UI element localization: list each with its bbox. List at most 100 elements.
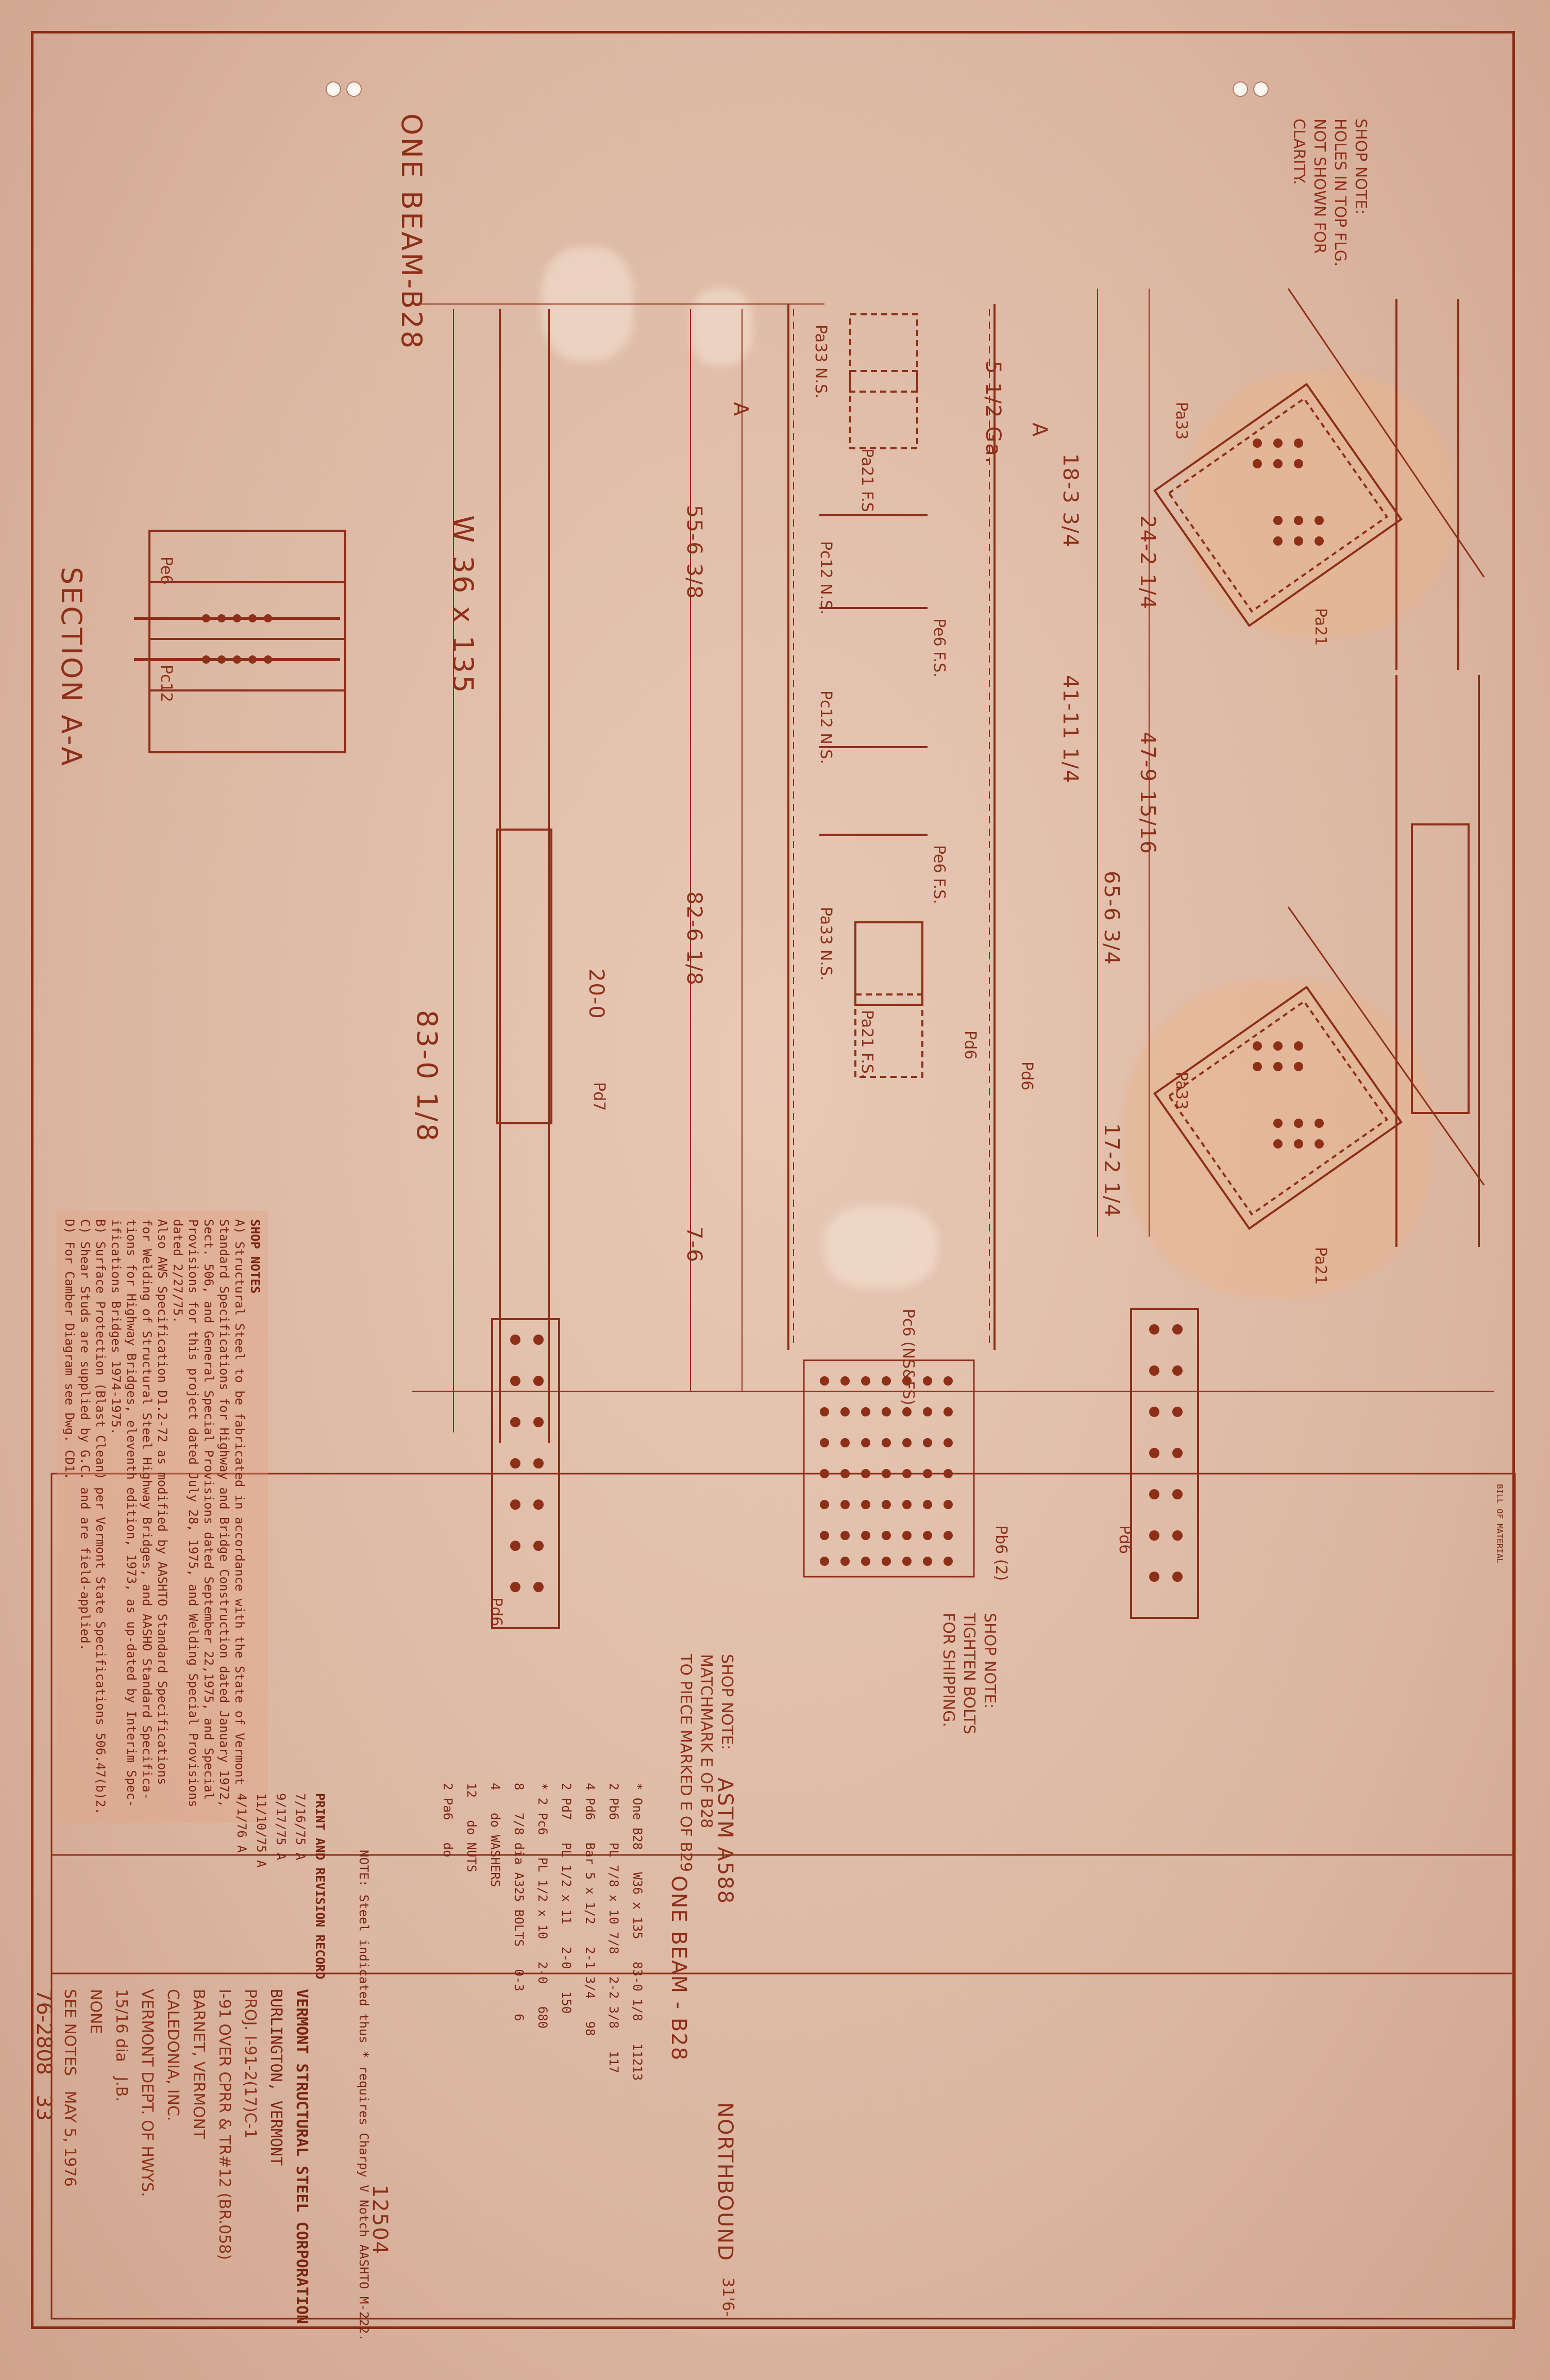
bill-row: 12 do NUTS bbox=[464, 1783, 479, 1872]
label-pc12: Pc12 N.S. bbox=[817, 690, 835, 764]
shop-note-line: tions for Highway Bridges, eleventh edit… bbox=[124, 1219, 139, 1808]
customer: CALEDONIA, INC. bbox=[164, 1989, 182, 2121]
label-pa21: Pa21 F.S. bbox=[858, 1010, 876, 1079]
title-block: VERMONT STRUCTURAL STEEL CORPORATION BUR… bbox=[31, 1989, 314, 2324]
section-title: SECTION A-A bbox=[55, 567, 88, 768]
note-line: SHOP NOTE: bbox=[1352, 119, 1370, 215]
label-pa21-conn: Pa21 bbox=[1311, 608, 1329, 646]
company-name: VERMONT STRUCTURAL STEEL CORPORATION bbox=[293, 1989, 311, 2324]
label-pc12-section: Pc12 bbox=[157, 665, 175, 702]
label-pa33: Pa33 N.S. bbox=[812, 325, 830, 399]
bill-row: 2 Pb6 PL 7/8 x 10 7/8 2-2 3/8 117 bbox=[606, 1783, 621, 2073]
dim-3: 41-11 1/4 bbox=[1058, 675, 1082, 784]
revision-entry: 9/17/75 A bbox=[274, 1793, 288, 1861]
shop-note-line: Sect. 506, and General Special Provision… bbox=[201, 1219, 216, 1800]
label-pd6: Pd6 bbox=[961, 1031, 979, 1060]
label-pd6-splice: Pd6 bbox=[487, 1597, 505, 1627]
section-mark-left: A bbox=[729, 402, 752, 417]
label-pa21-conn: Pa21 bbox=[1311, 1247, 1329, 1285]
dim-6: 17-2 1/4 bbox=[1100, 1123, 1123, 1218]
note-line: FOR SHIPPING. bbox=[939, 1613, 957, 1727]
shop-note-line: D) For Camber Diagram see Dwg. CD1. bbox=[62, 1219, 77, 1480]
bolts: NONE bbox=[87, 1989, 105, 2034]
bill-row: 8 7/8 dia A325 BOLTS 0-3 6 bbox=[512, 1783, 526, 2021]
label-pb6: Pb6 (2) bbox=[992, 1525, 1010, 1581]
label-pa33-conn: Pa33 bbox=[1172, 1072, 1190, 1110]
revision-entry: 11/10/75 A bbox=[254, 1793, 268, 1868]
shop-notes-block: SHOP NOTES A) Structural Steel to be fab… bbox=[57, 1211, 268, 1823]
segment-b: 20-0 bbox=[584, 969, 608, 1020]
shop-note-line: Also AWS Specification D1.2-72 as modifi… bbox=[155, 1219, 170, 1785]
segment-a: 55-6 3/8 bbox=[682, 505, 706, 600]
note-line: SHOP NOTE: bbox=[981, 1613, 999, 1709]
label-pc6: Pc6 (NS&FS) bbox=[899, 1309, 917, 1406]
bill-row: 2 Pd7 PL 1/2 x 11 2-0 150 bbox=[559, 1783, 574, 2014]
label-pd6-splice: Pd6 bbox=[1116, 1525, 1134, 1555]
label-pc12: Pc12 N.S. bbox=[817, 541, 835, 615]
segment-c: 7-6 bbox=[682, 1226, 706, 1263]
punch-hole bbox=[326, 81, 341, 97]
shop-note-bolts: SHOP NOTE: TIGHTEN BOLTS FOR SHIPPING. bbox=[938, 1613, 1000, 1734]
shop-note-top: SHOP NOTE: HOLES IN TOP FLG. NOT SHOWN F… bbox=[1288, 119, 1371, 267]
bill-row: * 2 Pc6 PL 1/2 x 10 2-0 680 bbox=[535, 1783, 550, 2029]
dim-1: 18-3 3/4 bbox=[1058, 453, 1082, 548]
bill-row: 4 do WASHERS bbox=[488, 1783, 502, 1887]
gage-label: 5 1/2 Ga. bbox=[981, 361, 1005, 465]
revision-record: PRINT AND REVISION RECORD 7/16/75 A 9/17… bbox=[232, 1793, 330, 1979]
direction: NORTHBOUND bbox=[713, 2102, 737, 2262]
section-mark-right: A bbox=[1027, 423, 1051, 438]
bill-header: BILL OF MATERIAL bbox=[1495, 1484, 1505, 1564]
overall-length: 83-0 1/8 bbox=[411, 1010, 443, 1143]
shop-note-line: Standard Specifications for Highway and … bbox=[217, 1219, 231, 1808]
company-city: BURLINGTON, VERMONT bbox=[267, 1989, 285, 2166]
note-line: HOLES IN TOP FLG. bbox=[1331, 119, 1349, 267]
paint-row: SEE NOTES MAY 5, 1976 bbox=[61, 1989, 79, 2187]
label-pa33: Pa33 N.S. bbox=[817, 907, 835, 981]
revision-entry: 7/16/75 A bbox=[293, 1793, 308, 1861]
steel-spec: ASTM A588 bbox=[713, 1778, 737, 1905]
sheet-weight: 31'6- bbox=[719, 2277, 737, 2317]
steel-note: NOTE: Steel indicated thus * requires Ch… bbox=[357, 1850, 371, 2341]
drawing-border bbox=[31, 31, 1515, 2329]
label-pa21: Pa21 F.S. bbox=[858, 448, 876, 517]
bill-table: * One B28 W36 x 135 83-0 1/8 11213 2 Pb6… bbox=[436, 1783, 649, 2081]
bill-row: * One B28 W36 x 135 83-0 1/8 11213 bbox=[630, 1783, 645, 2081]
shop-note-line: C) Shear Studs are supplied by G.C. and … bbox=[78, 1219, 92, 1651]
revision-entry: 4/1/76 A bbox=[234, 1793, 249, 1853]
bill-row: 2 Pa6 do bbox=[441, 1783, 455, 1858]
bill-total: 12504 bbox=[368, 2185, 392, 2256]
note-line: TIGHTEN BOLTS bbox=[960, 1613, 978, 1734]
shop-note-line: B) Surface Protection (Blast Clean) per … bbox=[93, 1219, 108, 1815]
shop-note-line: dated 2/27/75. bbox=[171, 1219, 185, 1324]
note-line: CLARITY. bbox=[1290, 119, 1308, 185]
beam-title: ONE BEAM-B28 bbox=[395, 113, 428, 351]
label-pe6-section: Pe6 bbox=[157, 556, 175, 585]
holes-row: 15/16 dia J.B. bbox=[112, 1989, 130, 2102]
shop-note-line: for Welding of Structural Steel Highway … bbox=[140, 1219, 154, 1800]
shop-note-line: Provisions for this project dated July 2… bbox=[186, 1219, 200, 1808]
project-description: I-91 OVER CPRR & TR#12 (BR.058) bbox=[215, 1989, 233, 2260]
beam-size: W 36 x 135 bbox=[447, 515, 479, 695]
punch-hole bbox=[346, 81, 362, 97]
bill-row: 4 Pd6 Bar 5 x 1/2 2-1 3/4 98 bbox=[583, 1783, 597, 2036]
label-pa33-conn: Pa33 bbox=[1172, 402, 1190, 440]
center-length: 82-6 1/8 bbox=[682, 891, 706, 986]
bolt-holes bbox=[202, 438, 1324, 1592]
dim-4: 47-9 15/16 bbox=[1136, 732, 1159, 855]
label-pe6: Pe6 F.S. bbox=[930, 618, 948, 678]
stain bbox=[1123, 979, 1433, 1298]
stain bbox=[824, 1206, 938, 1288]
shop-note-line: A) Structural Steel to be fabricated in … bbox=[232, 1219, 247, 1785]
job-row: 76-2808 33 bbox=[32, 1989, 56, 2121]
shop-note-line: ifications Bridges 1974-1975. bbox=[109, 1219, 123, 1436]
architect: VERMONT DEPT. OF HWYS. bbox=[138, 1989, 156, 2197]
project-number: PROJ. I-91-2(17)C-1 bbox=[241, 1989, 259, 2139]
stain bbox=[1185, 371, 1453, 639]
punch-hole bbox=[1253, 81, 1269, 97]
label-pd6: Pd6 bbox=[1018, 1061, 1036, 1091]
dim-2: 24-2 1/4 bbox=[1136, 515, 1159, 610]
location: BARNET, VERMONT bbox=[190, 1989, 208, 2139]
note-line: TO PIECE MARKED E OF B29 bbox=[677, 1654, 695, 1872]
